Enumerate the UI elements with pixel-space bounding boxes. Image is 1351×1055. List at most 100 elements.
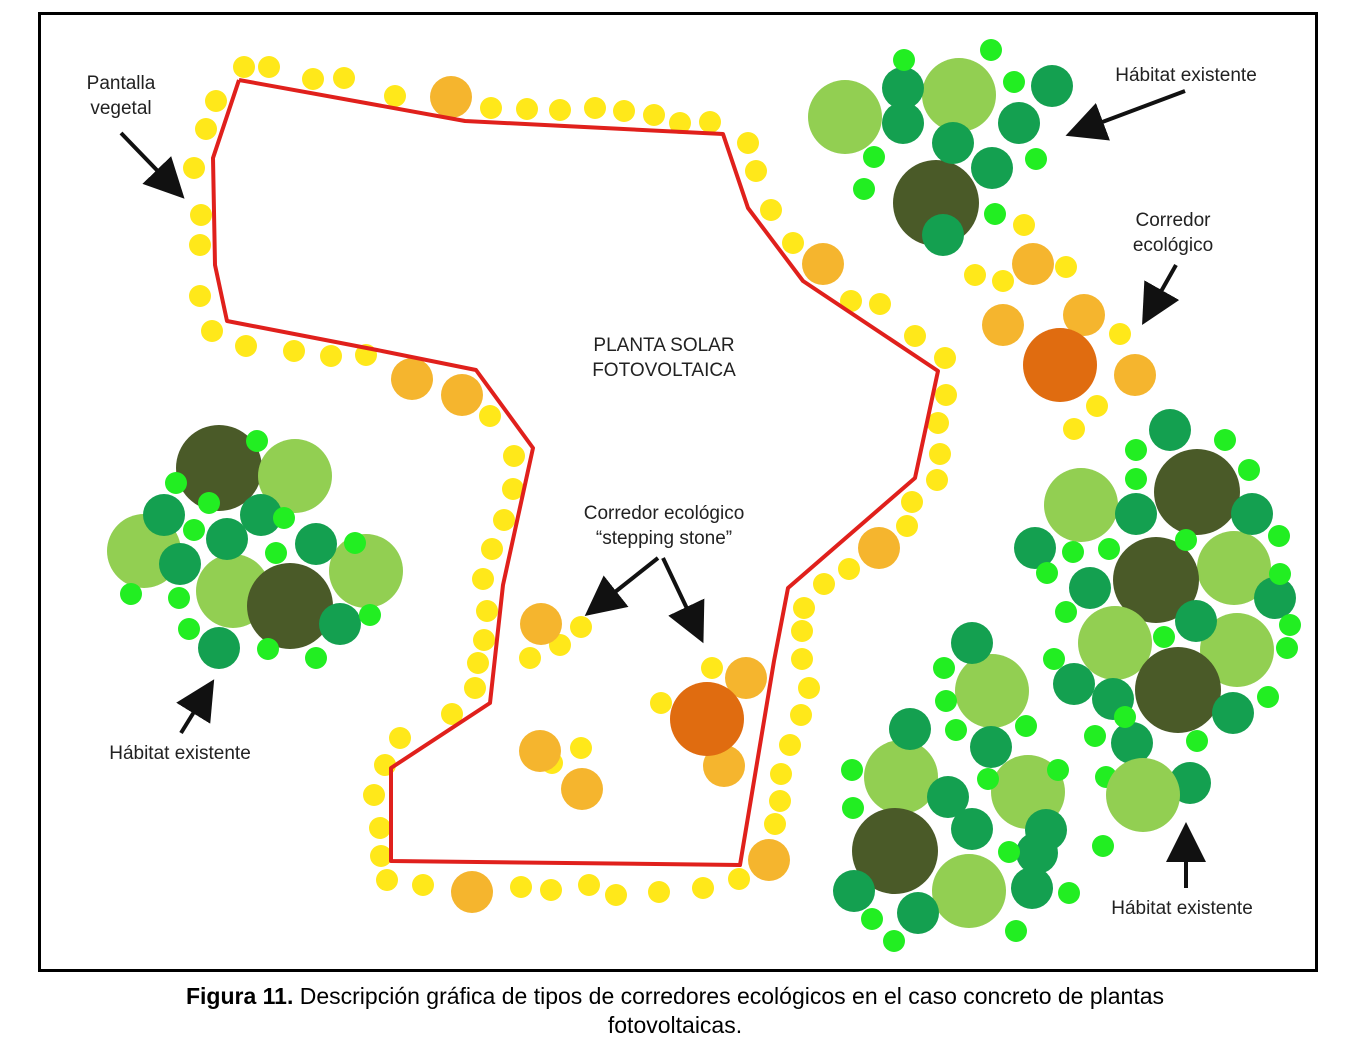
yellow-dot	[516, 98, 538, 120]
yellow-dot	[472, 568, 494, 590]
yellow-dot	[476, 600, 498, 622]
habitat-plant	[319, 603, 361, 645]
yellow-dot	[205, 90, 227, 112]
yellow-dot	[258, 56, 280, 78]
yellow-dot	[793, 597, 815, 619]
habitat-plant	[970, 726, 1012, 768]
orange-shrub	[1063, 294, 1105, 336]
yellow-dot	[570, 616, 592, 638]
yellow-dot	[764, 813, 786, 835]
yellow-dot	[779, 734, 801, 756]
habitat-plant	[1135, 647, 1221, 733]
habitat-plant	[1154, 449, 1240, 535]
orange-shrub	[441, 374, 483, 416]
solar-plant-boundary	[211, 78, 940, 867]
yellow-dot	[699, 111, 721, 133]
label-corredor-line2: ecológico	[1133, 235, 1213, 256]
yellow-dot	[669, 112, 691, 134]
yellow-dot	[896, 515, 918, 537]
habitat-plant	[1092, 835, 1114, 857]
arrow-pantalla-vegetal	[119, 131, 185, 199]
habitat-plant	[1053, 663, 1095, 705]
yellow-dot	[412, 874, 434, 896]
habitat-plant	[864, 740, 938, 814]
yellow-dot	[467, 652, 489, 674]
yellow-dot	[363, 784, 385, 806]
habitat-plant	[183, 519, 205, 541]
habitat-plant	[945, 719, 967, 741]
habitat-plant	[1031, 65, 1073, 107]
habitat-plant	[1003, 71, 1025, 93]
yellow-dot	[929, 443, 951, 465]
yellow-dot	[235, 335, 257, 357]
arrow-stepping-right	[661, 557, 705, 644]
habitat-plant	[1214, 429, 1236, 451]
habitat-plant	[1186, 730, 1208, 752]
orange-shrub	[982, 304, 1024, 346]
habitat-plant	[1153, 626, 1175, 648]
orange-shrub	[430, 76, 472, 118]
arrow-habitat-top	[1065, 89, 1186, 141]
existing-habitat-clusters	[107, 39, 1301, 952]
habitat-plant	[1078, 606, 1152, 680]
yellow-dot	[791, 648, 813, 670]
habitat-plant	[344, 532, 366, 554]
habitat-plant	[1025, 148, 1047, 170]
yellow-dot	[233, 56, 255, 78]
habitat-plant	[955, 654, 1029, 728]
habitat-plant	[932, 854, 1006, 928]
yellow-dot	[1063, 418, 1085, 440]
habitat-plant	[1043, 648, 1065, 670]
yellow-dot	[503, 445, 525, 467]
habitat-plant	[1200, 613, 1274, 687]
habitat-plant	[842, 797, 864, 819]
yellow-dot	[519, 647, 541, 669]
habitat-plant	[1175, 600, 1217, 642]
habitat-plant	[889, 708, 931, 750]
habitat-plant	[1257, 686, 1279, 708]
orange-shrub	[1023, 328, 1097, 402]
orange-shrub-circles	[391, 76, 1156, 913]
yellow-dot	[840, 290, 862, 312]
habitat-plant	[852, 808, 938, 894]
habitat-plant	[1011, 867, 1053, 909]
habitat-plant	[1058, 882, 1080, 904]
label-pantalla-vegetal-line2: vegetal	[90, 98, 151, 119]
yellow-dot	[692, 877, 714, 899]
orange-shrub	[670, 682, 744, 756]
habitat-plant	[295, 523, 337, 565]
orange-shrub	[391, 358, 433, 400]
habitat-plant	[971, 147, 1013, 189]
yellow-dot	[481, 538, 503, 560]
habitat-plant	[861, 908, 883, 930]
habitat-plant	[1254, 577, 1296, 619]
habitat-plant	[246, 430, 268, 452]
yellow-dot	[389, 727, 411, 749]
habitat-plant	[1231, 493, 1273, 535]
habitat-plant	[247, 563, 333, 649]
yellow-dot	[770, 763, 792, 785]
ecological-corridor-diagram: Pantalla vegetal Hábitat existente Corre…	[87, 39, 1301, 952]
yellow-dot	[791, 620, 813, 642]
habitat-plant	[1276, 637, 1298, 659]
diagram-frame: Pantalla vegetal Hábitat existente Corre…	[38, 12, 1318, 972]
habitat-plant	[1036, 562, 1058, 584]
yellow-dot	[502, 478, 524, 500]
yellow-dot	[992, 270, 1014, 292]
yellow-dot	[1055, 256, 1077, 278]
habitat-plant	[1098, 538, 1120, 560]
yellow-dot	[320, 345, 342, 367]
yellow-dot	[333, 67, 355, 89]
yellow-dot	[473, 629, 495, 651]
yellow-dot	[302, 68, 324, 90]
habitat-plant	[265, 542, 287, 564]
habitat-plant	[168, 587, 190, 609]
arrow-habitat-left	[176, 679, 215, 735]
habitat-plant	[893, 49, 915, 71]
yellow-dot	[838, 558, 860, 580]
habitat-plant	[998, 841, 1020, 863]
habitat-plant	[1062, 541, 1084, 563]
habitat-plant	[1044, 468, 1118, 542]
yellow-dot	[441, 703, 463, 725]
habitat-plant	[1197, 531, 1271, 605]
